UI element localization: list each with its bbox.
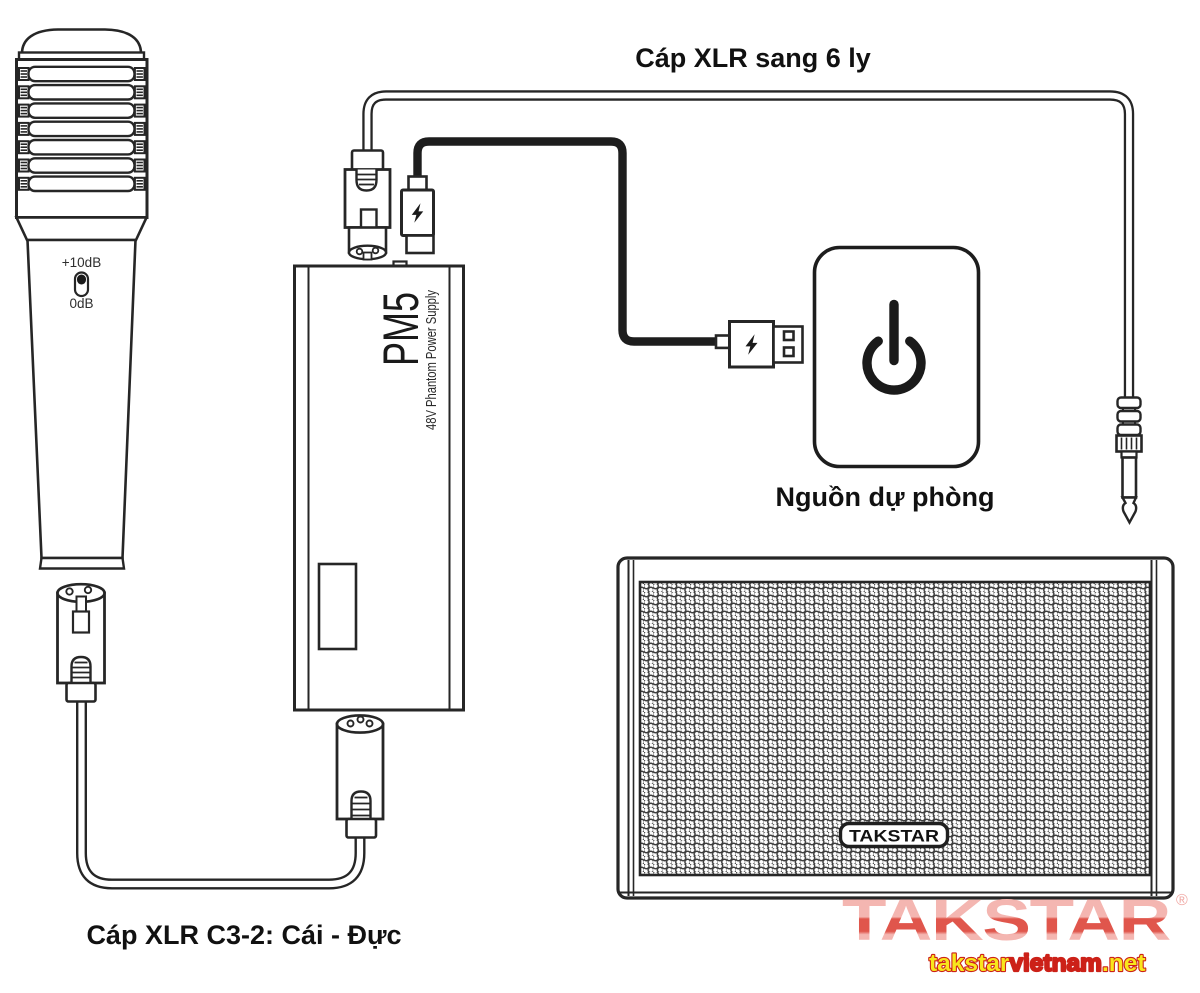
mic-tail-cap [38,556,126,570]
switch-knob [77,274,86,285]
speaker-badge: TAKSTAR [838,821,950,849]
speaker: TAKSTAR [616,556,1175,900]
power-bank [812,245,981,469]
mic-grille-slat [17,102,146,120]
website-text: takstarvietnam.net [929,950,1146,977]
mic-grille-slat [17,83,146,101]
xlr-key-notch [362,251,373,261]
website-part-vietnam: vietnam [1009,950,1102,977]
mic-grille-slat [17,120,146,138]
jack-strain-ridge [1116,396,1142,410]
jack-strain-ridge [1116,423,1142,437]
mic-grille-slat [17,138,146,156]
jack-knurled-collar [1115,434,1143,453]
xlr-boot [65,681,97,703]
mic-taper-ring [14,216,149,242]
xlr-male-face [335,714,385,734]
gain-high-label: +10dB [62,255,101,270]
jack-sleeve [1121,456,1138,499]
registered-mark: ® [1176,892,1188,909]
mic-grille-slat [17,175,146,193]
usb-a-plug [728,320,804,369]
xlr-socket-hole [65,587,74,596]
xlr-latch-button [71,610,91,634]
xlr-socket-hole [83,585,93,595]
takstar-logo-text: TAKSTAR [842,888,1170,953]
takstar-watermark-logo: TAKSTAR ® [842,888,1188,953]
gain-low-label: 0dB [69,296,93,311]
xlr-socket-hole [355,247,364,256]
mic-head-dome [20,28,143,55]
website-part-net: .net [1102,950,1146,977]
pm5-battery-door [317,562,358,651]
xlr-pin [365,719,374,728]
xlr-to-jack-cable [362,90,1135,399]
microphone: +10dB 0dB [14,28,149,570]
mic-grille-slat [17,157,146,174]
xlr-boot [345,817,378,839]
jack-tip [1120,496,1138,526]
usb-a-contact [782,346,795,358]
usb-c-neck [407,175,428,192]
mic-gain-switch: +10dB 0dB [62,255,101,311]
badge-text: TAKSTAR [849,827,939,846]
xlr-thread-collar [70,655,92,683]
xlr-male-connector [335,714,385,839]
xlr-pin [346,719,355,728]
pm5-model-label: PM5 [373,292,429,366]
mic-grille-frame [15,58,149,219]
usb-c-metal-tip [405,234,435,255]
xlr-socket-hole [371,246,380,255]
power-bank-label: Nguồn dự phòng [776,482,995,512]
phantom-power-supply-pm5: PM5 48V Phantom Power Supply [293,260,465,712]
website-part-takstar: takstar [929,950,1010,977]
xlr-boot [350,149,385,172]
xlr-output-connector [343,149,392,261]
xlr-latch-slot [75,595,87,613]
mic-grille-slat [17,65,146,83]
cable-bottom-label: Cáp XLR C3-2: Cái - Đực [86,920,401,950]
usb-c-plug [400,175,435,255]
xlr-c32-cable [76,700,366,890]
xlr-female-connector [56,582,106,703]
jack-plug-635 [1115,396,1143,526]
pm5-subtitle-label: 48V Phantom Power Supply [423,290,440,430]
usb-a-contact [782,330,795,342]
badge-plate [838,821,950,849]
power-icon [862,299,926,395]
jack-strain-ridge [1116,409,1142,423]
xlr-pin [356,715,365,724]
cable-top-label: Cáp XLR sang 6 ly [635,43,871,73]
